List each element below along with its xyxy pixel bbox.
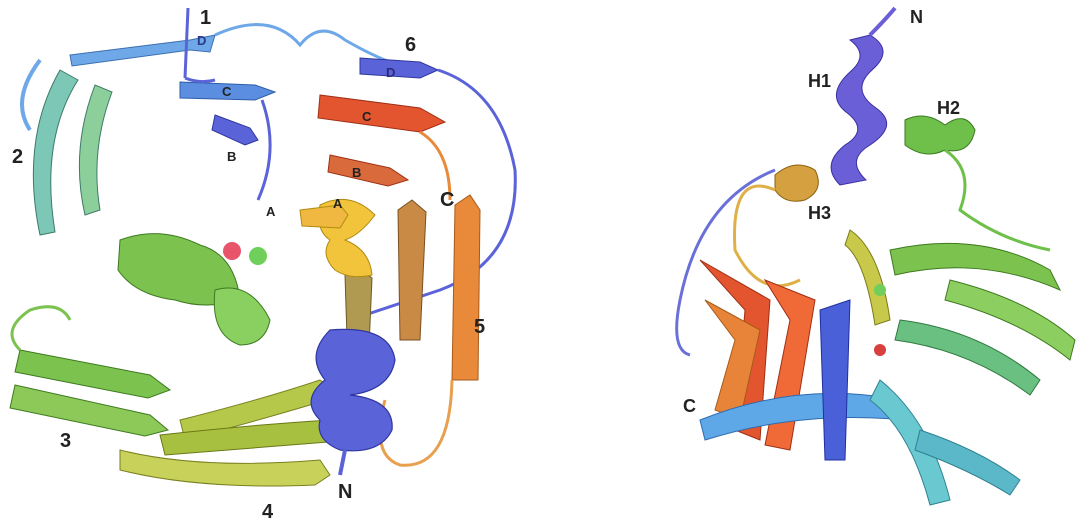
right-red-ion (874, 344, 886, 356)
strand-b-label-blade-1: B (227, 150, 236, 163)
strand-a-label-blade-1: A (266, 205, 275, 218)
strand-d-label-blade-6: D (386, 66, 395, 79)
blade-6-label: 6 (405, 35, 416, 55)
h1-label: H1 (808, 72, 831, 90)
h3-helix (775, 165, 818, 201)
blue-strand-b (820, 300, 850, 460)
blade-3-label: 3 (60, 431, 71, 451)
c-terminus-label-left: C (440, 190, 454, 210)
blade-5-label: 5 (474, 317, 485, 337)
yellow-green-strand (845, 230, 890, 325)
h2-label: H2 (937, 99, 960, 117)
blade-2-label: 2 (12, 147, 23, 167)
blade-1-label: 1 (200, 8, 211, 28)
green-strand-a (890, 243, 1060, 290)
strand-a-label-blade-6: A (333, 197, 342, 210)
blade-4-label: 4 (262, 502, 273, 522)
green-loop (945, 150, 1050, 250)
strand-c-label-blade-1: C (222, 85, 231, 98)
right-green-ion (874, 284, 886, 296)
c-terminus-label-right: C (683, 397, 696, 415)
h3-label: H3 (808, 204, 831, 222)
strand-b-label-blade-6: B (352, 166, 361, 179)
red-strand-b (765, 280, 815, 450)
n-terminus-label-left: N (338, 482, 352, 502)
h2-helix (905, 116, 975, 154)
n-tail (870, 8, 895, 35)
strand-c-label-blade-6: C (362, 110, 371, 123)
h1-helix (831, 35, 887, 185)
n-terminus-label-right: N (910, 8, 923, 26)
strand-d-label-blade-1: D (197, 34, 206, 47)
green-strand-c (895, 320, 1040, 395)
